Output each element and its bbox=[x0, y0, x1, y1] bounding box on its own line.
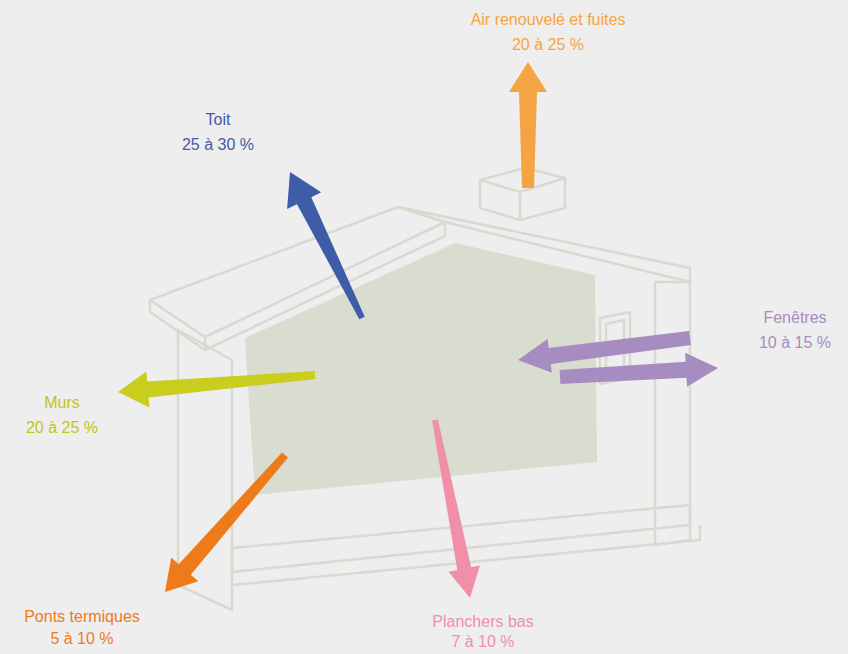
heat-loss-arrow bbox=[118, 371, 315, 407]
heat-loss-arrow bbox=[287, 172, 365, 319]
heat-loss-arrow bbox=[432, 419, 480, 598]
loss-label: 7 à 10 % bbox=[451, 632, 514, 652]
loss-label: Toit bbox=[206, 110, 231, 130]
chimney-edge bbox=[519, 192, 522, 220]
loss-label: Planchers bas bbox=[432, 612, 533, 632]
heat-loss-arrow bbox=[165, 452, 288, 592]
loss-label: 5 à 10 % bbox=[50, 629, 113, 649]
heat-loss-arrow bbox=[560, 353, 718, 387]
loss-label: 25 à 30 % bbox=[182, 135, 254, 155]
loss-label: Air renouvelé et fuites bbox=[471, 10, 626, 30]
loss-label: Murs bbox=[44, 393, 80, 413]
roof-right bbox=[398, 207, 690, 282]
loss-label: 20 à 25 % bbox=[512, 35, 584, 55]
roof-left bbox=[150, 207, 445, 337]
loss-label: 20 à 25 % bbox=[26, 418, 98, 438]
loss-label: 10 à 15 % bbox=[759, 333, 831, 353]
loss-label: Ponts termiques bbox=[24, 607, 140, 627]
loss-label: Fenêtres bbox=[763, 308, 826, 328]
heat-loss-arrow bbox=[509, 62, 547, 188]
